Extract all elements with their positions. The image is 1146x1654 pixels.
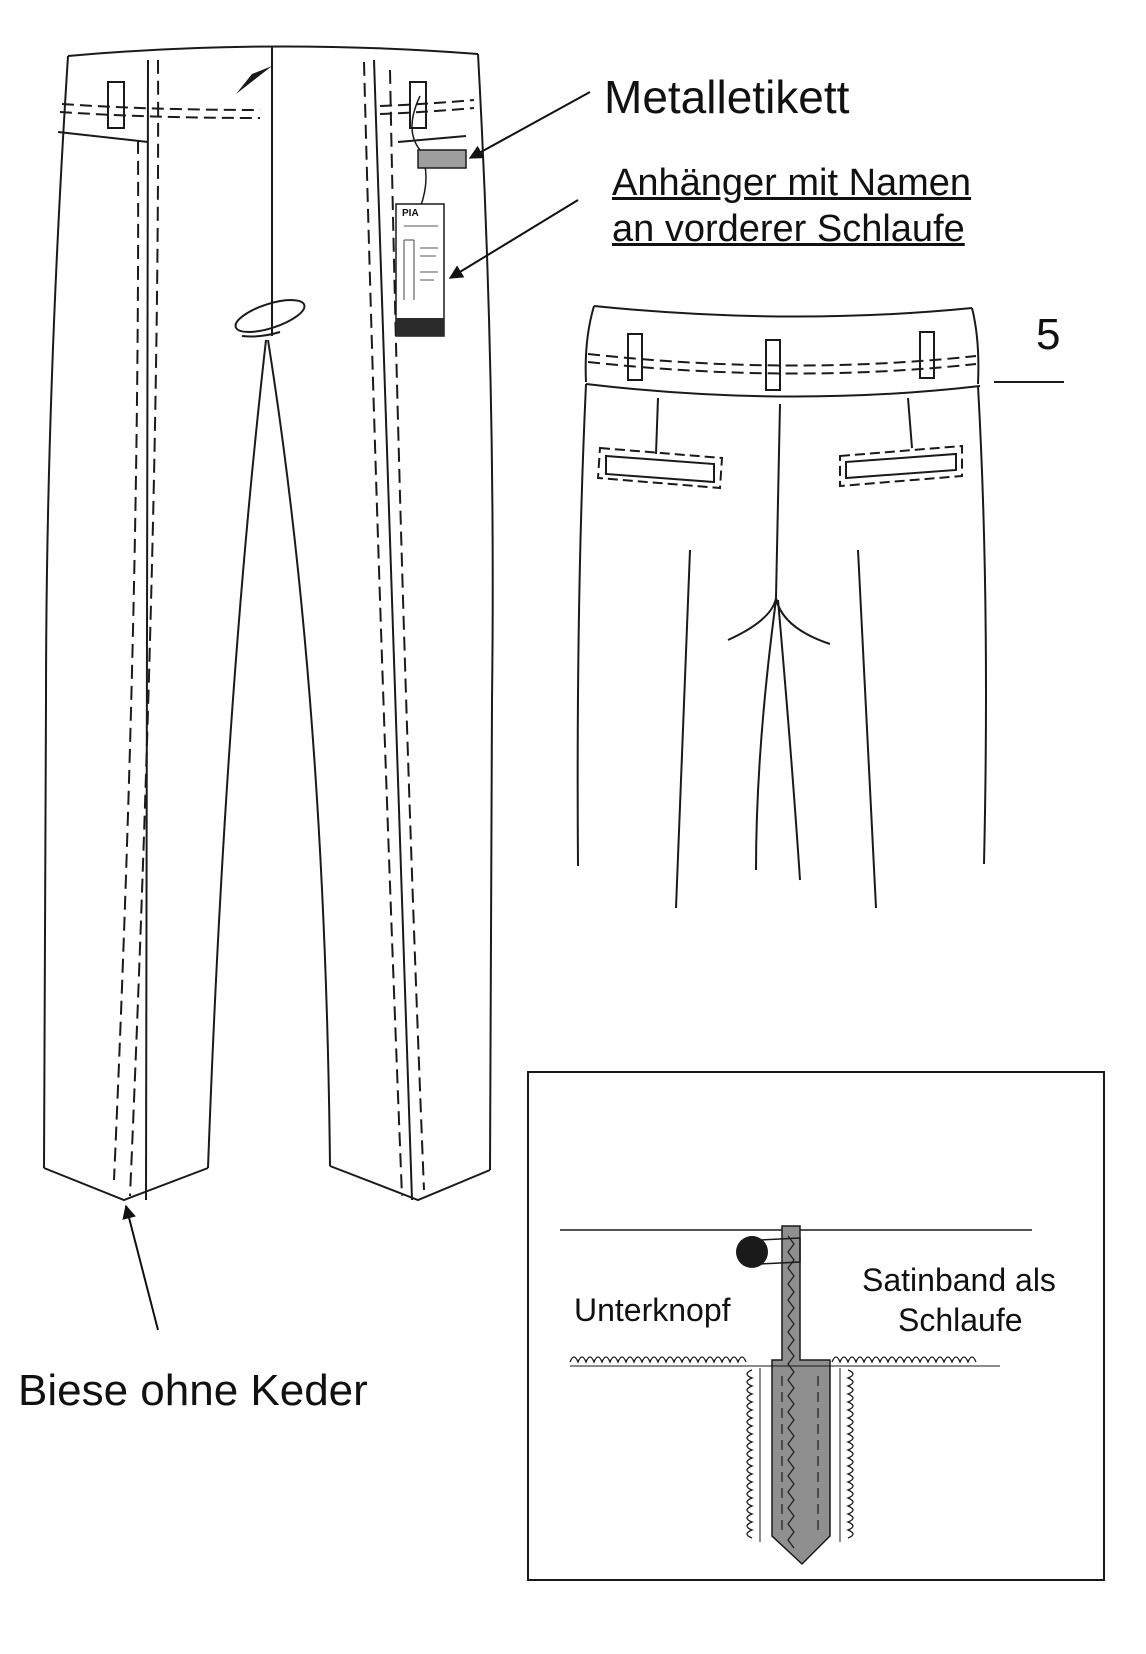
back-crease-left [675,549,691,909]
back-inseam-left [755,599,777,871]
back-pocket-left [596,446,724,490]
front-left-hem [43,1167,209,1202]
front-inseam-right [267,339,331,1167]
satin-band [771,1225,831,1566]
back-center-seam [775,403,781,599]
front-waistband-stitch [61,103,261,111]
front-belt-loop-right [409,81,427,129]
front-left-crease [145,59,149,1201]
size-number: 5 [1036,310,1061,359]
back-pocket-right [839,444,963,488]
piping-label: Biese ohne Keder [18,1366,368,1415]
hang-tag-arrow [448,199,579,279]
back-left-outer [576,383,587,867]
metal-tag-label: Metalletikett [604,71,850,123]
back-waistband-top [593,305,973,318]
metal-tag-arrow [468,91,591,159]
metal-tag [417,149,467,169]
front-right-outer-seam [477,53,494,1171]
front-fly-oval [234,299,306,333]
detail-box [527,1071,1105,1581]
under-button-icon [736,1236,768,1268]
front-waistband-stitch-right [379,99,475,107]
satin-band-label-line2: Schlaufe [898,1302,1023,1338]
front-right-crease [373,59,413,1201]
hang-tag-brand: PIA [402,208,419,219]
front-left-outer-seam [43,55,69,1169]
front-belt-loop-left [107,81,125,129]
front-inseam-left [207,339,267,1169]
overlock-edge-horizontal [569,1356,977,1364]
back-belt-loop-left [627,333,643,381]
hang-tag [395,203,445,337]
piping-arrow [122,1204,159,1331]
back-inseam-right [777,599,801,881]
back-belt-loop-right [919,331,935,379]
back-belt-loop-center [765,339,781,391]
overlock-edge-left [746,1369,754,1539]
front-right-hem [329,1165,491,1202]
satin-band-label-line1: Satinband als [862,1262,1056,1298]
hang-tag-label-line1: Anhänger mit Namen [612,162,972,204]
front-view-trousers [43,45,494,1202]
overlock-edge-right [846,1369,854,1539]
hang-tag-label-line2: an vorderer Schlaufe [612,208,965,250]
back-crease-right [857,549,877,909]
under-button-label: Unterknopf [574,1292,731,1328]
front-center-notch [236,66,272,94]
back-right-outer [977,385,987,865]
back-waistband-bottom [585,383,981,398]
back-view-trousers [576,305,987,909]
